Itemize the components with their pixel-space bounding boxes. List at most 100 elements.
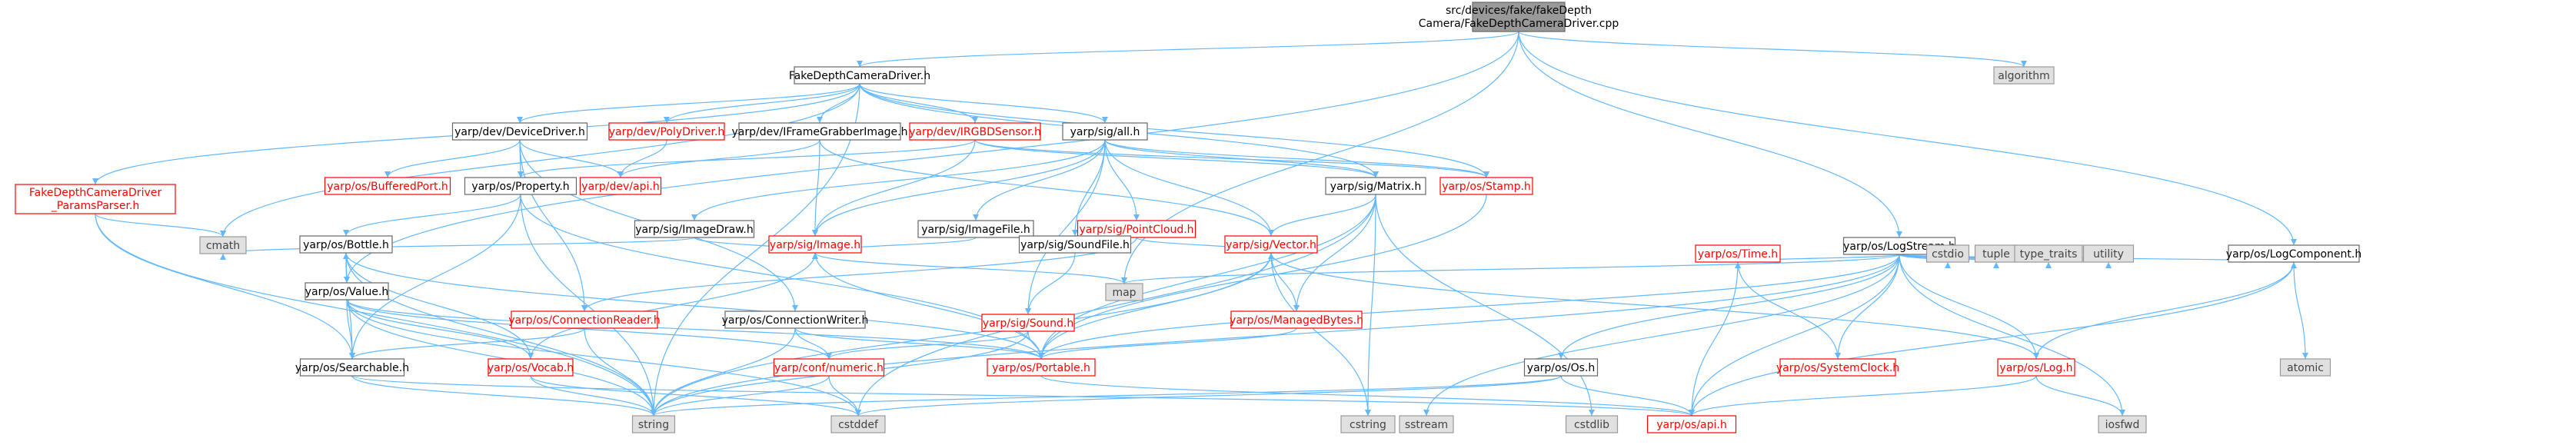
node-vocab[interactable]: yarp/os/Vocab.h (488, 358, 574, 377)
node-devapi[interactable]: yarp/dev/api.h (579, 177, 662, 195)
node-iosfwd-box (2098, 415, 2147, 433)
node-connreader[interactable]: yarp/os/ConnectionReader.h (508, 311, 661, 329)
node-type_traits[interactable]: type_traits (2014, 244, 2083, 263)
edge-os_h-to-cstddef (857, 375, 1562, 417)
node-map[interactable]: map (1105, 283, 1143, 301)
node-iframegrabber[interactable]: yarp/dev/IFrameGrabberImage.h (732, 122, 908, 141)
node-irgbd[interactable]: yarp/dev/IRGBDSensor.h (909, 122, 1041, 141)
node-matrix[interactable]: yarp/sig/Matrix.h (1325, 177, 1426, 195)
node-cstring-label: cstring (1350, 419, 1386, 431)
node-cstdlib-label: cstdlib (1574, 419, 1609, 431)
node-params[interactable]: FakeDepthCameraDriver_ParamsParser.h (15, 184, 176, 214)
edge-logstream-to-string (653, 254, 1900, 417)
edge-devicedriver-to-devapi (519, 139, 621, 178)
node-log-label: yarp/os/Log.h (1999, 362, 2072, 374)
node-devicedriver[interactable]: yarp/dev/DeviceDriver.h (451, 122, 588, 141)
edge-bottle-to-string (345, 252, 654, 417)
edge-value-to-searchable (346, 299, 353, 360)
node-os_h[interactable]: yarp/os/Os.h (1523, 358, 1599, 377)
arrowhead-root-to-algorithm (2021, 61, 2027, 67)
node-root[interactable]: src/devices/fake/fakeDepthCamera/FakeDep… (1419, 2, 1619, 32)
node-image[interactable]: yarp/sig/Image.h (768, 235, 862, 254)
node-utility[interactable]: utility (2082, 244, 2135, 263)
node-image-box (768, 235, 862, 254)
node-managedbytes[interactable]: yarp/os/ManagedBytes.h (1230, 311, 1363, 329)
node-os_h-box (1523, 358, 1599, 377)
node-string[interactable]: string (631, 415, 676, 433)
node-sstream[interactable]: sstream (1399, 415, 1454, 433)
edge-matrix-to-cstdlib (1375, 194, 1593, 417)
node-osapi-label: yarp/os/api.h (1656, 419, 1726, 431)
node-tuple[interactable]: tuple (1974, 244, 2019, 263)
edge-irgbd-to-matrix (974, 139, 1376, 178)
node-osapi[interactable]: yarp/os/api.h (1646, 415, 1737, 433)
node-confnumeric[interactable]: yarp/conf/numeric.h (773, 358, 885, 377)
node-logcomponent[interactable]: yarp/os/LogComponent.h (2226, 244, 2361, 263)
node-params-box (15, 184, 176, 214)
node-iosfwd[interactable]: iosfwd (2098, 415, 2147, 433)
edge-log-to-iosfwd (2035, 375, 2123, 417)
node-cmath[interactable]: cmath (199, 236, 247, 254)
edge-image-to-map (814, 252, 1125, 284)
node-soundfile[interactable]: yarp/sig/SoundFile.h (1018, 235, 1132, 254)
edge-iframegrabber-to-image (814, 139, 820, 237)
node-sstream-box (1399, 415, 1454, 433)
arrowhead-fdcd_h-to-params (92, 178, 98, 184)
node-connwriter[interactable]: yarp/os/ConnectionWriter.h (722, 311, 869, 329)
node-portable-label: yarp/os/Portable.h (992, 362, 1090, 374)
arrowhead-sigall-to-stamp (1483, 171, 1489, 178)
arrowhead-sigall-to-pointcloud (1133, 214, 1140, 221)
node-fdcd_h[interactable]: FakeDepthCameraDriver.h (789, 66, 930, 85)
node-algorithm-label: algorithm (1998, 70, 2050, 82)
node-cstddef[interactable]: cstddef (830, 415, 886, 433)
node-imagefile-label: yarp/sig/ImageFile.h (921, 224, 1030, 236)
node-bottle-box (299, 235, 393, 254)
edge-logstream-to-osapi (1691, 254, 1900, 417)
edge-property-to-searchable (351, 194, 521, 360)
node-systemclock[interactable]: yarp/os/SystemClock.h (1776, 358, 1899, 377)
node-atomic[interactable]: atomic (2279, 358, 2331, 377)
node-string-box (631, 415, 676, 433)
edge-devicedriver-to-connreader (519, 139, 585, 312)
node-cstring[interactable]: cstring (1340, 415, 1396, 433)
node-property[interactable]: yarp/os/Property.h (464, 177, 577, 195)
node-algorithm[interactable]: algorithm (1993, 66, 2055, 85)
node-portable[interactable]: yarp/os/Portable.h (987, 358, 1096, 377)
edge-fdcd_h-to-devicedriver (519, 83, 860, 124)
node-pointcloud[interactable]: yarp/sig/PointCloud.h (1077, 220, 1196, 238)
arrowhead-fdcd_h-to-irgbd (972, 117, 978, 123)
edge-fdcd_h-to-sigall (859, 83, 1106, 124)
edge-root-to-logstream (1518, 31, 1900, 238)
node-imagefile-box (917, 220, 1034, 238)
node-value[interactable]: yarp/os/Value.h (305, 282, 389, 301)
arrowhead-devicedriver-to-bufferedport (384, 171, 391, 178)
node-connreader-label: yarp/os/ConnectionReader.h (508, 314, 661, 327)
edge-irgbd-to-image (814, 139, 976, 237)
node-utility-label: utility (2093, 248, 2124, 261)
node-sound[interactable]: yarp/sig/Sound.h (981, 314, 1075, 332)
node-time[interactable]: yarp/os/Time.h (1695, 244, 1781, 263)
edge-log-to-osapi (1691, 375, 2037, 417)
node-stamp[interactable]: yarp/os/Stamp.h (1439, 177, 1533, 195)
edge-value-to-cstddef (346, 299, 859, 417)
node-cstdio[interactable]: cstdio (1925, 244, 1970, 263)
node-polydriver[interactable]: yarp/dev/PolyDriver.h (608, 122, 725, 141)
node-bottle[interactable]: yarp/os/Bottle.h (299, 235, 393, 254)
node-log[interactable]: yarp/os/Log.h (1997, 358, 2075, 377)
edge-logstream-to-iosfwd (1899, 254, 2123, 417)
edge-sound-to-confnumeric (828, 330, 1029, 360)
node-bufferedport[interactable]: yarp/os/BufferedPort.h (324, 177, 451, 195)
node-imagefile[interactable]: yarp/sig/ImageFile.h (917, 220, 1034, 238)
node-atomic-box (2279, 358, 2331, 377)
node-vector[interactable]: yarp/sig/Vector.h (1224, 235, 1318, 254)
edge-irgbd-to-stamp (974, 139, 1487, 178)
arrowhead-sigall-to-soundfile (1072, 230, 1078, 236)
node-irgbd-label: yarp/dev/IRGBDSensor.h (909, 126, 1041, 138)
node-searchable[interactable]: yarp/os/Searchable.h (295, 358, 409, 377)
node-sigall[interactable]: yarp/sig/all.h (1062, 122, 1148, 141)
edge-sigall-to-imagefile (975, 139, 1106, 221)
node-cstdlib[interactable]: cstdlib (1565, 415, 1619, 433)
edge-time-to-systemclock (1737, 261, 1839, 360)
edge-confnumeric-to-string (653, 375, 830, 417)
node-imagedraw[interactable]: yarp/sig/ImageDraw.h (634, 220, 755, 238)
